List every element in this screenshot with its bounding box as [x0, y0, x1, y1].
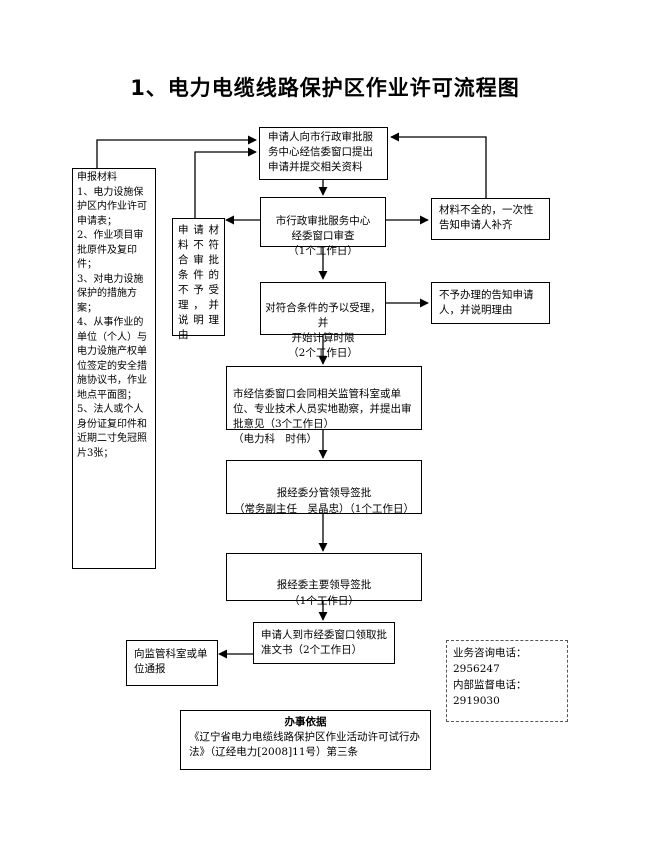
incomplete-materials-text: 材料不全的，一次性告知申请人补齐 [439, 204, 534, 231]
step-chief-approval-box: 报经委主要领导签批 （1个工作日） [226, 553, 422, 607]
arrow-incomplete-to-apply [390, 132, 487, 198]
materials-item: 3、对电力设施保护的措施方案； [77, 273, 144, 314]
step-review-text: 市行政审批服务中心 经委窗口审查 （1个工作日） [275, 215, 371, 257]
legal-basis-text: 《辽宁省电力电缆线路保护区作业活动许可试行办法》（辽经电力[2008]11号）第… [189, 731, 420, 758]
application-materials-box: 申报材料 1、电力设施保护区内作业许可申请表； 2、作业项目审批原件及复印件； … [72, 168, 156, 569]
arrow-rejected-to-apply [194, 147, 257, 218]
notify-supervision-box: 向监管科室或单位通报 [126, 640, 218, 686]
consult-phone-label: 业务咨询电话： [453, 647, 527, 659]
step-collect-box: 申请人到市经委窗口领取批准文书（2个工作日） [253, 622, 395, 664]
contact-phones-box: 业务咨询电话： 2956247 内部监督电话： 2919030 [446, 640, 568, 722]
not-handled-text: 不予办理的告知申请人，并说明理由 [439, 289, 534, 316]
notify-supervision-text: 向监管科室或单位通报 [134, 648, 208, 675]
step-review-box: 市行政审批服务中心 经委窗口审查 （1个工作日） [260, 197, 386, 257]
supervise-phone-number: 2919030 [453, 695, 500, 707]
page-title: 1、电力电缆线路保护区作业许可流程图 [130, 76, 520, 100]
not-handled-box: 不予办理的告知申请人，并说明理由 [431, 282, 550, 324]
legal-basis-box: 办事依据 《辽宁省电力电缆线路保护区作业活动许可试行办法》（辽经电力[2008]… [180, 710, 431, 770]
step-apply-box: 申请人向市行政审批服务中心经信委窗口提出申请并提交相关资料 [259, 127, 388, 180]
step-accept-text: 对符合条件的予以受理，并 开始计算时限 （2个工作日） [265, 302, 381, 359]
materials-item: 2、作业项目审批原件及复印件； [77, 230, 144, 270]
step-apply-text: 申请人向市行政审批服务中心经信委窗口提出申请并提交相关资料 [268, 131, 373, 173]
materials-item: 5、法人或个人身份证复印件和近期二寸免冠照片3张； [77, 404, 147, 459]
materials-item: 4、从事作业的单位（个人）与电力设施产权单位签定的安全措施协议书，作业地点平面图… [77, 317, 147, 401]
legal-basis-heading: 办事依据 [284, 716, 327, 728]
consult-phone-number: 2956247 [453, 663, 500, 675]
materials-item: 1、电力设施保护区内作业许可申请表； [77, 186, 147, 227]
arrow-materials-to-apply [96, 135, 257, 168]
step-collect-text: 申请人到市经委窗口领取批准文书（2个工作日） [261, 629, 387, 656]
step-deputy-approval-text: 报经委分管领导签批 （常务副主任 吴晶忠）（1个工作日） [234, 487, 414, 515]
step-accept-box: 对符合条件的予以受理，并 开始计算时限 （2个工作日） [260, 282, 386, 359]
materials-header: 申报材料 [77, 172, 117, 183]
rejected-application-box: 申请材料不符合审批条件的不予受理，并说明理由 [172, 218, 225, 341]
supervise-phone-label: 内部监督电话： [453, 679, 527, 691]
incomplete-materials-box: 材料不全的，一次性告知申请人补齐 [431, 198, 550, 240]
step-deputy-approval-box: 报经委分管领导签批 （常务副主任 吴晶忠）（1个工作日） [226, 460, 422, 515]
step-survey-text: 市经信委窗口会同相关监管科室或单位、专业技术人员实地勘察，并提出审批意见（3个工… [233, 388, 412, 445]
step-survey-box: 市经信委窗口会同相关监管科室或单位、专业技术人员实地勘察，并提出审批意见（3个工… [226, 366, 422, 445]
rejected-application-text: 申请材料不符合审批条件的不予受理，并说明理由 [178, 224, 219, 341]
step-chief-approval-text: 报经委主要领导签批 （1个工作日） [276, 579, 372, 607]
